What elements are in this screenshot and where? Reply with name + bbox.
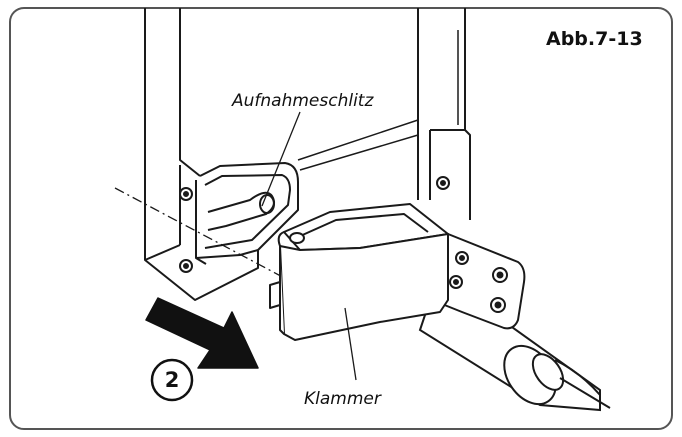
right-housing (417, 8, 471, 220)
alignment-line (114, 187, 293, 283)
rail-lines (297, 119, 419, 171)
clamp-part (269, 203, 526, 341)
roller-cylinder (418, 288, 611, 412)
slot-label: Aufnahmeschlitz (232, 91, 374, 111)
figure-number: Abb.7-13 (546, 28, 643, 50)
leader-lines (261, 111, 357, 381)
movement-arrow (145, 297, 259, 369)
figure-frame (9, 7, 673, 430)
step-number: 2 (164, 368, 180, 392)
leader-line-slot (261, 111, 301, 207)
step-marker (150, 358, 194, 402)
clamp-label: Klammer (304, 389, 381, 409)
left-housing (144, 8, 299, 301)
leader-line-clamp (344, 307, 357, 381)
